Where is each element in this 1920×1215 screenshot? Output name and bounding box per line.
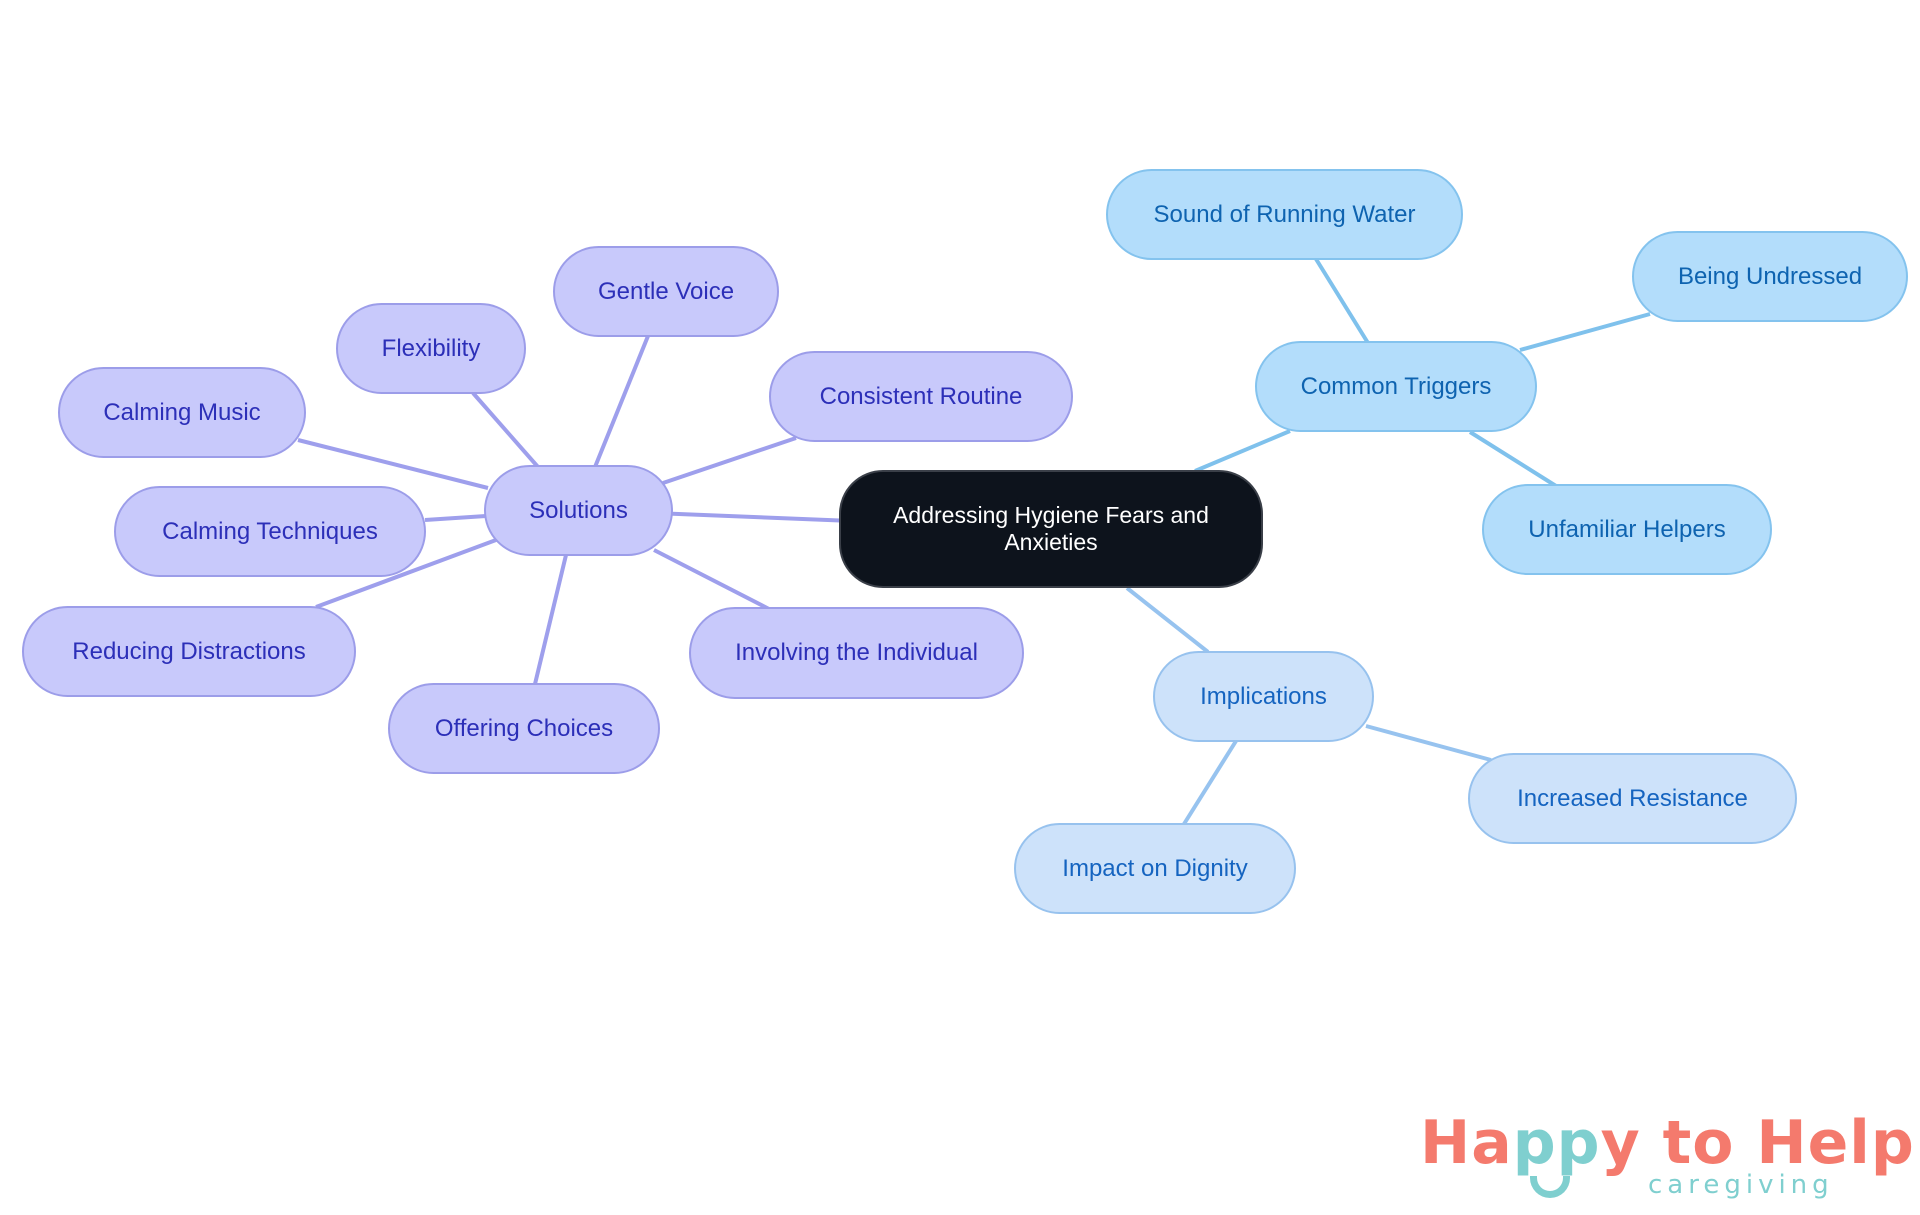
edge-implications-impact-on-dignity: [1182, 739, 1238, 826]
edge-solutions-calming-music: [297, 438, 489, 490]
root-node[interactable]: Addressing Hygiene Fears and Anxieties: [839, 470, 1263, 588]
smile-icon: [1530, 1176, 1570, 1198]
node-label: Flexibility: [381, 334, 481, 362]
node-label: Consistent Routine: [819, 382, 1023, 410]
logo-subtitle: caregiving: [1648, 1170, 1834, 1200]
brand-logo: Happy to Help caregiving: [1420, 1108, 1914, 1208]
node-label: Implications: [1200, 682, 1327, 710]
node-label: Solutions: [529, 496, 628, 524]
node-calming-techniques[interactable]: Calming Techniques: [114, 486, 426, 577]
logo-text-ha: Ha: [1420, 1108, 1513, 1178]
node-being-undressed[interactable]: Being Undressed: [1632, 231, 1908, 322]
node-label: Being Undressed: [1677, 262, 1863, 290]
root-label-line1: Addressing Hygiene Fears and: [893, 502, 1209, 528]
node-label: Gentle Voice: [597, 277, 735, 305]
edge-triggers-being-undressed: [1519, 312, 1651, 352]
edge-solutions-reducing-distractions: [315, 538, 497, 609]
edge-solutions-offering-choices: [533, 554, 568, 685]
edge-solutions-flexibility: [471, 391, 540, 469]
node-label: Sound of Running Water: [1153, 200, 1416, 228]
node-solutions[interactable]: Solutions: [484, 465, 673, 556]
edge-root-common-triggers: [1194, 429, 1291, 473]
node-increased-resistance[interactable]: Increased Resistance: [1468, 753, 1797, 844]
node-label: Unfamiliar Helpers: [1528, 515, 1726, 543]
node-common-triggers[interactable]: Common Triggers: [1255, 341, 1537, 432]
node-calming-music[interactable]: Calming Music: [58, 367, 306, 458]
node-sound-of-running-water[interactable]: Sound of Running Water: [1106, 169, 1463, 260]
node-involving-the-individual[interactable]: Involving the Individual: [689, 607, 1024, 699]
edge-solutions-consistent-routine: [662, 436, 797, 485]
logo-text-pp: pp: [1512, 1108, 1601, 1178]
root-label-line2: Anxieties: [1004, 529, 1098, 555]
node-gentle-voice[interactable]: Gentle Voice: [553, 246, 779, 337]
edge-triggers-unfamiliar-helpers: [1468, 430, 1558, 488]
node-label: Calming Music: [103, 398, 261, 426]
node-label: Increased Resistance: [1517, 784, 1748, 812]
node-label: Calming Techniques: [162, 517, 378, 545]
edge-root-implications: [1125, 586, 1210, 654]
node-label: Involving the Individual: [735, 639, 978, 666]
edge-triggers-sound-of-running-water: [1314, 257, 1370, 345]
node-consistent-routine[interactable]: Consistent Routine: [769, 351, 1073, 442]
node-reducing-distractions[interactable]: Reducing Distractions: [22, 606, 356, 697]
node-label: Reducing Distractions: [72, 637, 306, 665]
logo-text-rest: y to Help: [1600, 1108, 1915, 1178]
edge-solutions-calming-techniques: [424, 514, 487, 522]
logo-wordmark: Happy to Help: [1420, 1108, 1915, 1178]
node-unfamiliar-helpers[interactable]: Unfamiliar Helpers: [1482, 484, 1772, 575]
node-offering-choices[interactable]: Offering Choices: [388, 683, 660, 774]
node-label: Offering Choices: [434, 714, 614, 742]
edge-implications-increased-resistance: [1365, 724, 1492, 762]
edge-solutions-involving-the-individual: [653, 548, 770, 611]
node-label: Common Triggers: [1300, 372, 1492, 400]
edge-solutions-gentle-voice: [593, 335, 650, 468]
node-implications[interactable]: Implications: [1153, 651, 1374, 742]
node-flexibility[interactable]: Flexibility: [336, 303, 526, 394]
node-label: Impact on Dignity: [1062, 854, 1248, 882]
node-impact-on-dignity[interactable]: Impact on Dignity: [1014, 823, 1296, 914]
